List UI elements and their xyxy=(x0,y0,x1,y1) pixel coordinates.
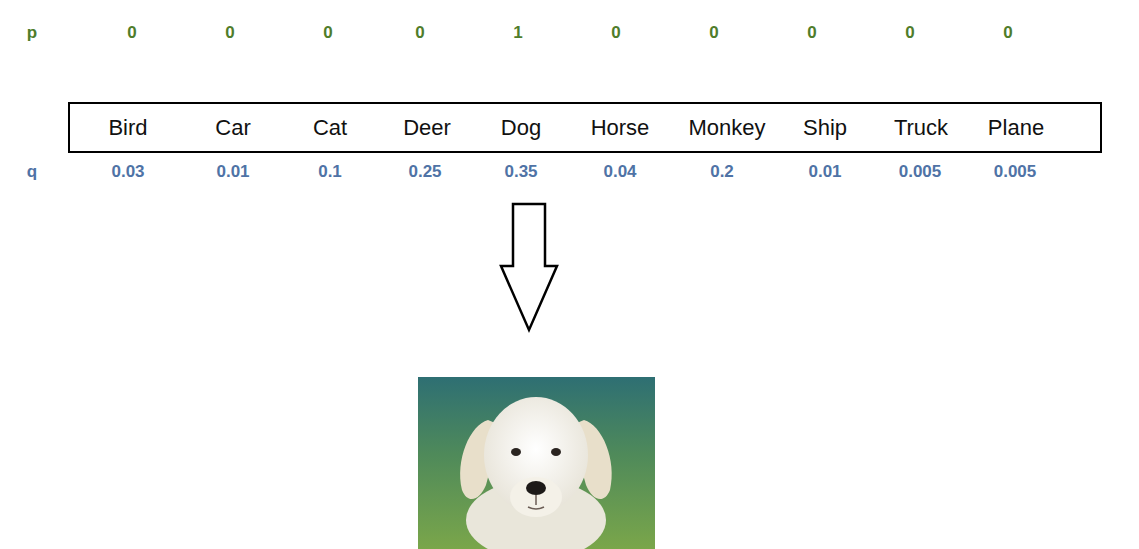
class-box: Bird Car Cat Deer Dog Horse Monkey Ship Truck Pla… xyxy=(68,102,1102,153)
down-arrow xyxy=(501,204,557,330)
probability-value: 0.005 xyxy=(899,162,942,182)
probability-value: 0 xyxy=(709,23,718,43)
class-name: Car xyxy=(215,115,250,141)
probability-value: 0 xyxy=(323,23,332,43)
probability-value: p xyxy=(27,23,37,43)
probability-value: 0 xyxy=(127,23,136,43)
puppy-photo xyxy=(418,377,655,549)
class-name: Deer xyxy=(403,115,451,141)
probability-value: 0.04 xyxy=(603,162,636,182)
probability-value: 0.2 xyxy=(710,162,734,182)
class-name: Ship xyxy=(803,115,847,141)
class-name: Horse xyxy=(591,115,650,141)
probability-value: 1 xyxy=(513,23,522,43)
probability-value: 0 xyxy=(807,23,816,43)
probability-value: 0.01 xyxy=(808,162,841,182)
probability-value: 0.005 xyxy=(994,162,1037,182)
class-name: Dog xyxy=(501,115,541,141)
probability-value: 0 xyxy=(611,23,620,43)
class-name: Monkey xyxy=(688,115,765,141)
probability-value: 0 xyxy=(415,23,424,43)
class-name: Plane xyxy=(988,115,1044,141)
class-name: Cat xyxy=(313,115,347,141)
probability-value: 0.25 xyxy=(408,162,441,182)
probability-value: q xyxy=(27,162,37,182)
probability-value: 0.35 xyxy=(504,162,537,182)
probability-value: 0 xyxy=(905,23,914,43)
probability-value: 0.01 xyxy=(216,162,249,182)
probability-value: 0 xyxy=(225,23,234,43)
probability-value: 0 xyxy=(1003,23,1012,43)
probability-value: 0.03 xyxy=(111,162,144,182)
probability-value: 0.1 xyxy=(318,162,342,182)
class-name: Truck xyxy=(894,115,948,141)
class-name: Bird xyxy=(108,115,147,141)
